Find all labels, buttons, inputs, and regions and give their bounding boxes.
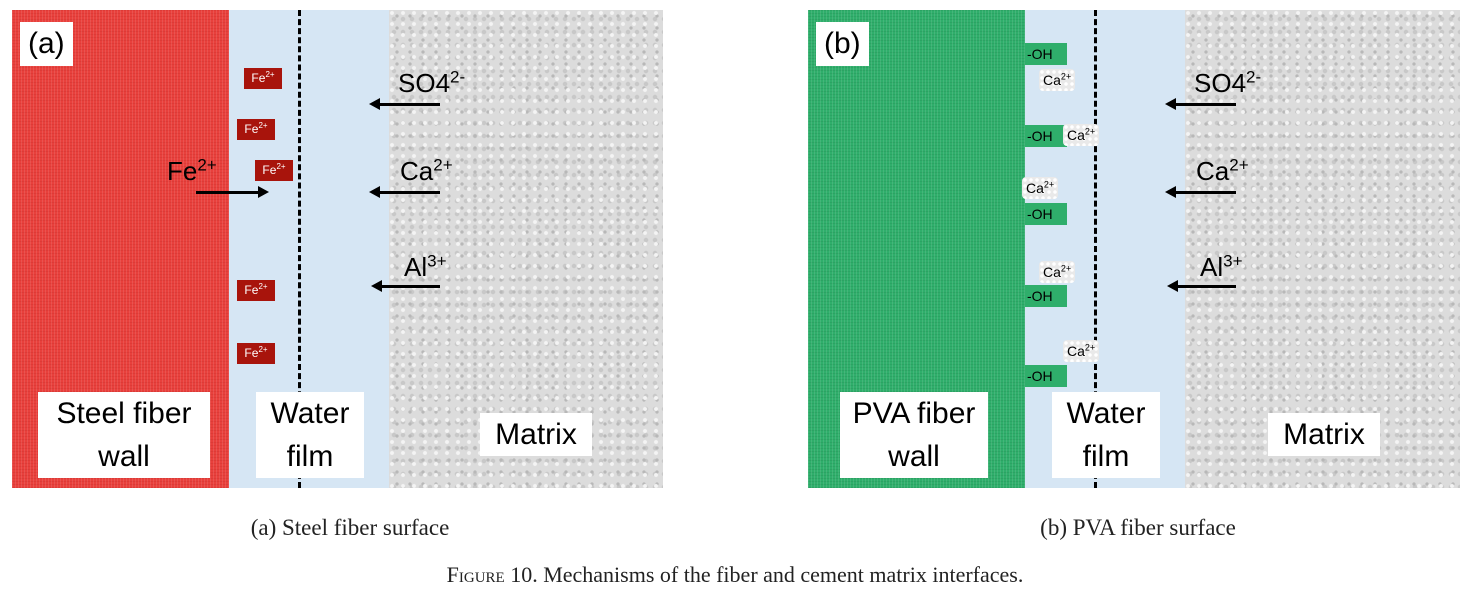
steel-fiber-panel: (a) Fe2+ Fe2+ Fe2+ Fe2+ Fe2+ Fe2+ SO42- …: [12, 10, 663, 488]
calcium-ion-label: Ca2+: [400, 155, 453, 186]
sulfate-ion-label: SO42-: [1194, 67, 1262, 98]
fe-ion-marker: Fe2+: [255, 160, 293, 181]
fe-ion-marker: Fe2+: [237, 119, 275, 140]
hydroxyl-group: -OH: [1025, 125, 1067, 147]
fe-ion-label: Fe2+: [167, 155, 217, 186]
calcium-ion-marker: Ca2+: [1063, 124, 1100, 146]
panel-letter: (a): [20, 22, 73, 66]
sulfate-ion-label: SO42-: [398, 67, 466, 98]
aluminum-ion-label: Al3+: [1200, 251, 1243, 282]
calcium-ion-marker: Ca2+: [1022, 177, 1059, 199]
matrix-label: Matrix: [480, 413, 592, 456]
fe-ion-marker: Fe2+: [237, 343, 275, 364]
hydroxyl-group: -OH: [1025, 365, 1067, 387]
matrix-label: Matrix: [1268, 413, 1380, 456]
figure-caption: Figure 10. Mechanisms of the fiber and c…: [0, 562, 1470, 588]
calcium-ingress-arrow: [369, 186, 440, 198]
subcaption-b: (b) PVA fiber surface: [1040, 515, 1236, 540]
fe-ion-marker: Fe2+: [237, 280, 275, 301]
aluminum-ion-label: Al3+: [404, 251, 447, 282]
panel-letter: (b): [816, 22, 869, 66]
aluminum-ingress-arrow: [1167, 280, 1236, 292]
hydroxyl-group: -OH: [1025, 285, 1067, 307]
matrix-region: [389, 10, 663, 488]
interface-dashed-line: [298, 10, 301, 488]
calcium-ion-marker: Ca2+: [1039, 261, 1076, 283]
figure-label: Figure 10.: [446, 562, 538, 587]
sulfate-ingress-arrow: [369, 98, 440, 110]
calcium-ion-marker: Ca2+: [1039, 69, 1076, 91]
calcium-ion-marker: Ca2+: [1063, 340, 1100, 362]
hydroxyl-group: -OH: [1025, 203, 1067, 225]
calcium-ion-label: Ca2+: [1196, 155, 1249, 186]
calcium-ingress-arrow: [1165, 186, 1236, 198]
hydroxyl-group: -OH: [1025, 43, 1067, 65]
subcaption-a: (a) Steel fiber surface: [250, 515, 450, 540]
interface-dashed-line: [1094, 10, 1097, 488]
sulfate-ingress-arrow: [1165, 98, 1236, 110]
fe-ion-marker: Fe2+: [244, 68, 282, 89]
figure-caption-text: Mechanisms of the fiber and cement matri…: [537, 562, 1024, 587]
pva-fiber-panel: (b) -OH -OH -OH -OH -OH Ca2+ Ca2+ Ca2+ C…: [808, 10, 1460, 488]
fe-release-arrow: [196, 186, 269, 198]
aluminum-ingress-arrow: [371, 280, 440, 292]
matrix-region: [1185, 10, 1460, 488]
